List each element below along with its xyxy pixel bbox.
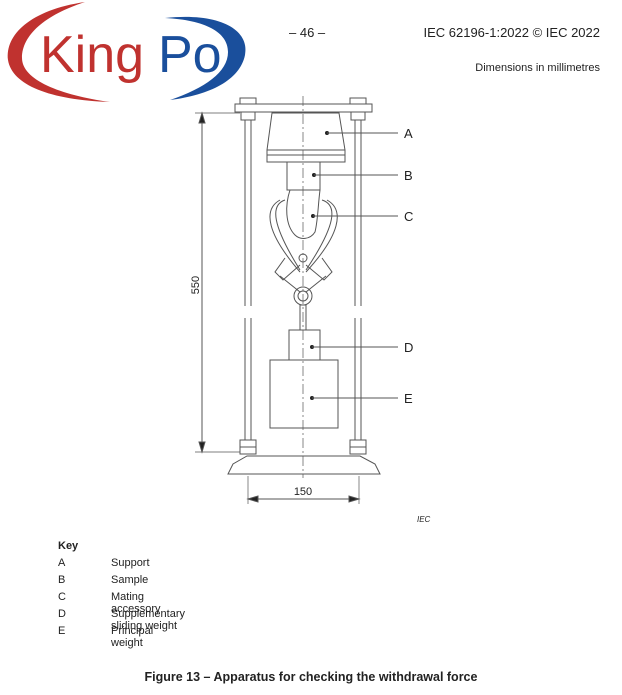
- page-number: – 46 –: [289, 25, 326, 40]
- key-desc: Sample: [111, 574, 149, 586]
- top-plate: [234, 103, 373, 113]
- label-b: B: [404, 168, 413, 183]
- label-d: D: [404, 340, 413, 355]
- units-note: Dimensions in millimetres: [475, 62, 600, 74]
- key-letter: D: [58, 608, 66, 620]
- label-a: A: [404, 126, 413, 141]
- key-title: Key: [58, 540, 79, 552]
- width-dimension: 150: [294, 486, 312, 498]
- key-letter: A: [58, 557, 66, 569]
- principal-weight: [269, 359, 339, 429]
- standard-reference: IEC 62196-1:2022 © IEC 2022: [423, 25, 600, 40]
- key-desc: Principal weight: [111, 625, 154, 649]
- figure-caption: Figure 13 – Apparatus for checking the w…: [144, 670, 478, 684]
- key-letter: B: [58, 574, 66, 586]
- base: [227, 455, 381, 475]
- mating-accessory: [286, 189, 321, 239]
- kingpo-logo: King Po: [0, 0, 255, 105]
- key-letter: E: [58, 625, 66, 637]
- key-desc: Mating accessory: [111, 591, 161, 615]
- iec-mark: IEC: [417, 515, 431, 524]
- height-dimension: 550: [190, 276, 202, 294]
- key-desc: Supplementary sliding weight: [111, 608, 185, 632]
- sample: [286, 161, 321, 191]
- key-letter: C: [58, 591, 66, 603]
- apparatus-drawing: A B C D E 550 150 IEC: [190, 96, 431, 524]
- label-e: E: [404, 391, 413, 406]
- support-rods: [244, 120, 362, 440]
- sliding-weight: [288, 329, 321, 361]
- svg-text:Po: Po: [158, 26, 222, 84]
- key-desc: Support: [111, 557, 150, 569]
- svg-text:King: King: [40, 26, 144, 84]
- label-c: C: [404, 209, 413, 224]
